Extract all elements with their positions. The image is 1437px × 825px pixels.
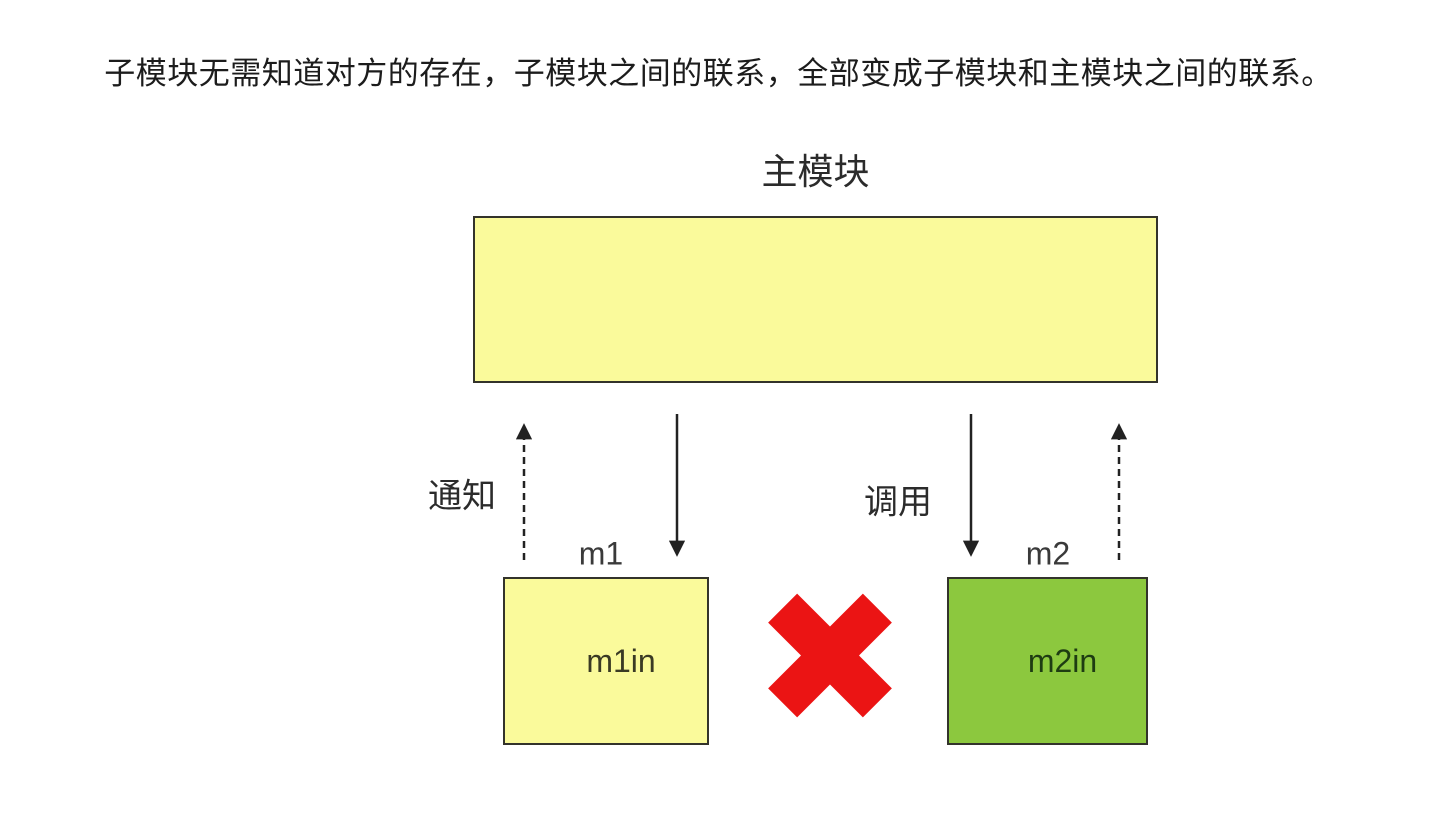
m2-submodule-box: m2in: [947, 577, 1148, 745]
main-module-box: [473, 216, 1158, 383]
m2in-label: m2in: [1027, 642, 1098, 679]
m1-module-label: m1: [578, 535, 624, 572]
caption-text: 子模块无需知道对方的存在，子模块之间的联系，全部变成子模块和主模块之间的联系。: [104, 56, 1333, 91]
m2-module-label: m2: [1025, 535, 1071, 572]
main-module-label: 主模块: [761, 151, 870, 192]
notify-label: 通知: [428, 477, 496, 516]
m1in-label: m1in: [586, 642, 656, 679]
call-label: 调用: [864, 483, 932, 522]
forbidden-cross-icon: [768, 593, 892, 718]
m1-submodule-box: m1in: [503, 577, 709, 745]
